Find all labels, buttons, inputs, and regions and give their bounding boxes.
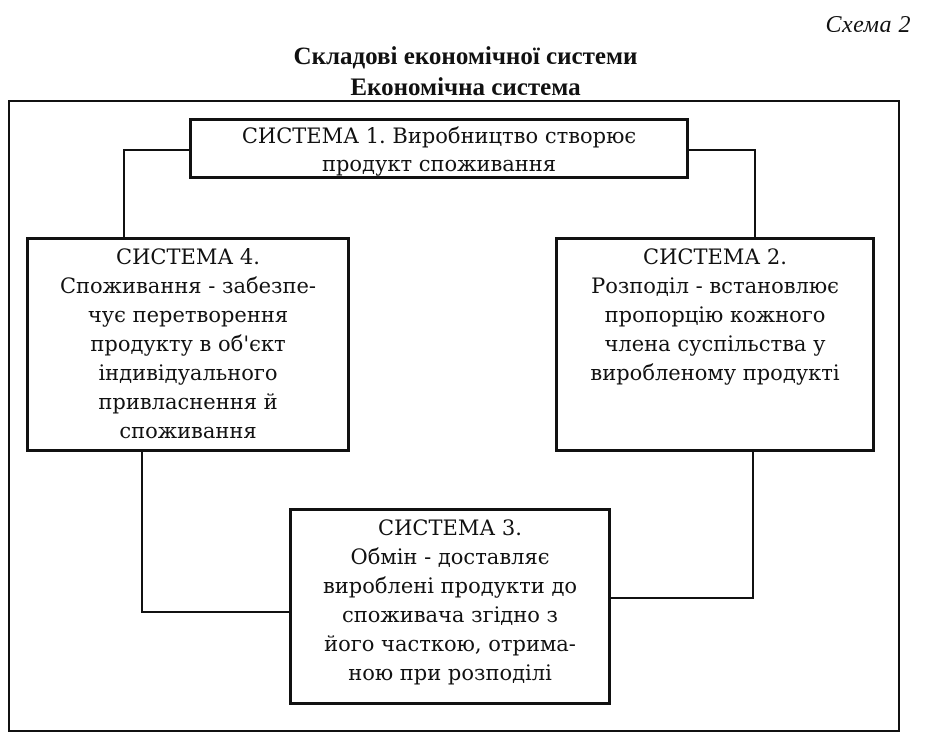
scheme-label: Схема 2: [825, 12, 911, 38]
system-4-line: СИСТЕМА 4.: [116, 245, 260, 269]
system-4-box: СИСТЕМА 4. Споживання - забезпе- чує пер…: [26, 237, 350, 452]
connector-system1-system2: [689, 149, 756, 237]
system-4-line: споживання: [119, 419, 257, 443]
outer-frame: [8, 100, 900, 732]
system-3-line: СИСТЕМА 3.: [378, 516, 522, 540]
system-2-line: виробленому продукті: [590, 361, 840, 385]
system-1-line: продукт споживання: [321, 152, 557, 176]
connector-system4-system3: [141, 452, 289, 613]
system-2-line: СИСТЕМА 2.: [643, 245, 787, 269]
diagram-title: Складові економічної системи: [293, 43, 638, 70]
system-1-line: СИСТЕМА 1. Виробництво створює: [241, 124, 637, 148]
system-4-line: привласнення й: [98, 390, 278, 414]
system-3-line: ною при розподілі: [348, 661, 552, 685]
system-4-line: Споживання - забезпе-: [59, 274, 317, 298]
system-4-line: чує перетворення: [87, 303, 289, 327]
system-3-box: СИСТЕМА 3. Обмін - доставляє вироблені п…: [289, 508, 611, 705]
system-3-line: вироблені продукти до: [322, 574, 578, 598]
diagram-subtitle: Економічна система: [350, 74, 581, 101]
system-2-line: Розподіл - встановлює: [591, 274, 839, 298]
system-4-line: індивідуального: [98, 361, 278, 385]
system-1-box: СИСТЕМА 1. Виробництво створює продукт с…: [189, 118, 689, 179]
system-2-line: пропорцію кожного: [604, 303, 826, 327]
system-3-line: Обмін - доставляє: [350, 545, 550, 569]
system-2-line: члена суспільства у: [604, 332, 826, 356]
system-3-line: споживача згідно з: [341, 603, 558, 627]
system-4-line: продукту в об'єкт: [90, 332, 286, 356]
system-3-line: його часткою, отрима-: [324, 632, 576, 656]
system-2-box: СИСТЕМА 2. Розподіл - встановлює пропорц…: [555, 237, 875, 452]
connector-system2-system3: [611, 452, 754, 599]
connector-system1-system4: [123, 149, 189, 237]
